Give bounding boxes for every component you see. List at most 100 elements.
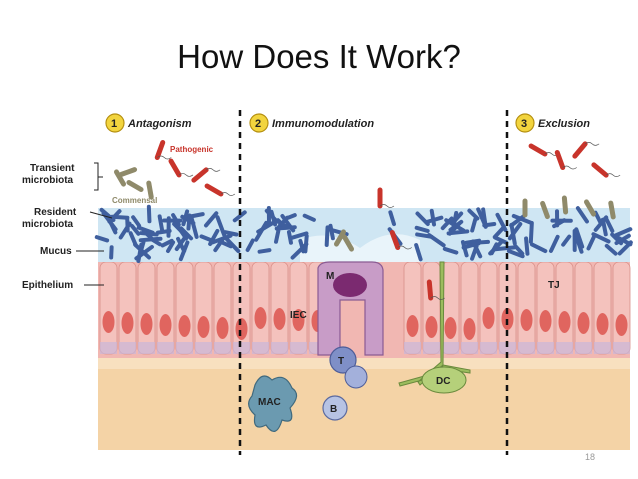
epithelial-nucleus <box>615 314 628 336</box>
resident-label-line1: Resident <box>34 207 77 218</box>
pathogenic-bacterium <box>426 279 434 301</box>
resident-bacterium <box>574 227 585 249</box>
resident-label-line2: microbiota <box>22 219 74 230</box>
epithelium-label: Epithelium <box>22 280 73 291</box>
resident-bacterium <box>548 234 560 253</box>
resident-bacterium <box>130 224 141 236</box>
mucus-label: Mucus <box>40 246 72 257</box>
epithelial-cell <box>422 261 441 355</box>
resident-bacterium <box>178 240 190 262</box>
resident-bacterium <box>506 249 525 259</box>
resident-bacterium <box>204 211 219 228</box>
resident-bacterium <box>424 215 444 224</box>
resident-bacterium <box>467 208 480 221</box>
pathogenic-label: Pathogenic <box>170 145 214 154</box>
resident-bacterium <box>138 236 163 243</box>
section-1-badge <box>105 113 125 133</box>
pathogenic-bacterium <box>572 141 588 159</box>
epithelial-nucleus <box>140 313 153 335</box>
resident-bacterium <box>199 234 216 244</box>
resident-bacterium <box>613 227 633 238</box>
pathogenic-bacterium-flagellum <box>584 142 600 146</box>
epithelial-cell <box>194 261 213 355</box>
t-cell-label: T <box>338 356 344 367</box>
epithelial-nucleus <box>406 315 419 337</box>
resident-microbiota <box>94 204 633 264</box>
resident-bacterium <box>426 233 446 248</box>
resident-bacterium <box>94 235 110 243</box>
epithelial-basolateral <box>594 342 611 354</box>
mac-label: MAC <box>258 397 281 408</box>
commensal-bacterium <box>608 200 616 220</box>
section-3-number: 3 <box>521 118 527 130</box>
resident-bacterium <box>172 222 185 235</box>
m-cell-nucleus <box>333 273 367 297</box>
resident-bacterium <box>460 240 469 258</box>
pathogenic-bacterium-flagellum <box>205 168 221 172</box>
resident-bacterium <box>160 238 174 248</box>
epithelial-basolateral <box>157 342 174 354</box>
resident-bacterium <box>493 245 517 252</box>
epithelial-cell <box>289 261 308 355</box>
epithelial-basolateral <box>499 342 516 354</box>
epithelial-cell <box>99 261 118 355</box>
resident-bacterium <box>513 244 525 256</box>
pathogenic-bacterium-flagellum <box>379 204 395 208</box>
pathogenic-bacterium-flagellum <box>605 173 621 177</box>
resident-bacterium <box>232 210 247 223</box>
resident-bacterium <box>302 213 316 222</box>
pathogenic-bacterium <box>389 229 401 251</box>
pathogenic-bacterium <box>554 149 566 171</box>
epithelial-basolateral <box>556 342 573 354</box>
resident-bacterium <box>223 230 239 237</box>
resident-bacterium <box>495 212 508 232</box>
resident-bacterium <box>591 232 611 244</box>
epithelial-cell <box>536 261 555 355</box>
resident-bacterium <box>278 221 293 230</box>
epithelial-nucleus <box>254 307 267 329</box>
transient-label-line1: Transient <box>30 163 75 174</box>
t-cell <box>329 346 357 374</box>
resident-bacterium <box>448 219 464 232</box>
epithelial-nucleus <box>463 318 476 340</box>
commensal-bacterium <box>540 200 550 220</box>
transient-label-line2: microbiota <box>22 175 74 186</box>
resident-bacterium <box>181 209 190 227</box>
iec-label: IEC <box>290 310 307 321</box>
epithelial-basolateral <box>613 342 630 354</box>
pathogenic-bacterium <box>591 162 609 178</box>
resident-bacterium <box>290 242 309 260</box>
pathogenic-bacterium <box>528 143 548 157</box>
epithelial-nucleus <box>235 318 248 340</box>
tj-label: TJ <box>548 280 560 291</box>
resident-bacterium <box>146 204 152 224</box>
resident-bacterium <box>470 217 478 233</box>
epithelial-cell <box>156 261 175 355</box>
resident-bacterium <box>507 222 523 241</box>
resident-bacterium <box>414 225 430 233</box>
epithelial-nucleus <box>425 316 438 338</box>
epithelial-cell <box>517 261 536 355</box>
macrophage <box>248 375 298 432</box>
commensal-bacterium <box>118 167 138 177</box>
dc-label: DC <box>436 376 450 387</box>
resident-bacterium <box>274 228 281 244</box>
resident-bacterium <box>575 206 589 224</box>
resident-bacterium <box>139 231 159 237</box>
resident-bacterium <box>481 207 488 229</box>
resident-bacterium <box>561 234 572 247</box>
resident-bacterium <box>617 240 633 256</box>
resident-bacterium <box>165 240 176 253</box>
resident-bacterium <box>225 237 241 254</box>
commensal-bacterium <box>342 234 354 252</box>
resident-bacterium <box>586 234 596 251</box>
epithelial-cell <box>403 261 422 355</box>
resident-bacterium <box>131 215 142 228</box>
resident-bacterium <box>245 238 255 252</box>
pathogenic-bacterium-flagellum <box>562 165 577 170</box>
dendritic-cell <box>421 366 467 394</box>
epithelial-cell <box>460 261 479 355</box>
epithelial-basolateral <box>271 342 288 354</box>
resident-bacterium <box>593 215 609 232</box>
